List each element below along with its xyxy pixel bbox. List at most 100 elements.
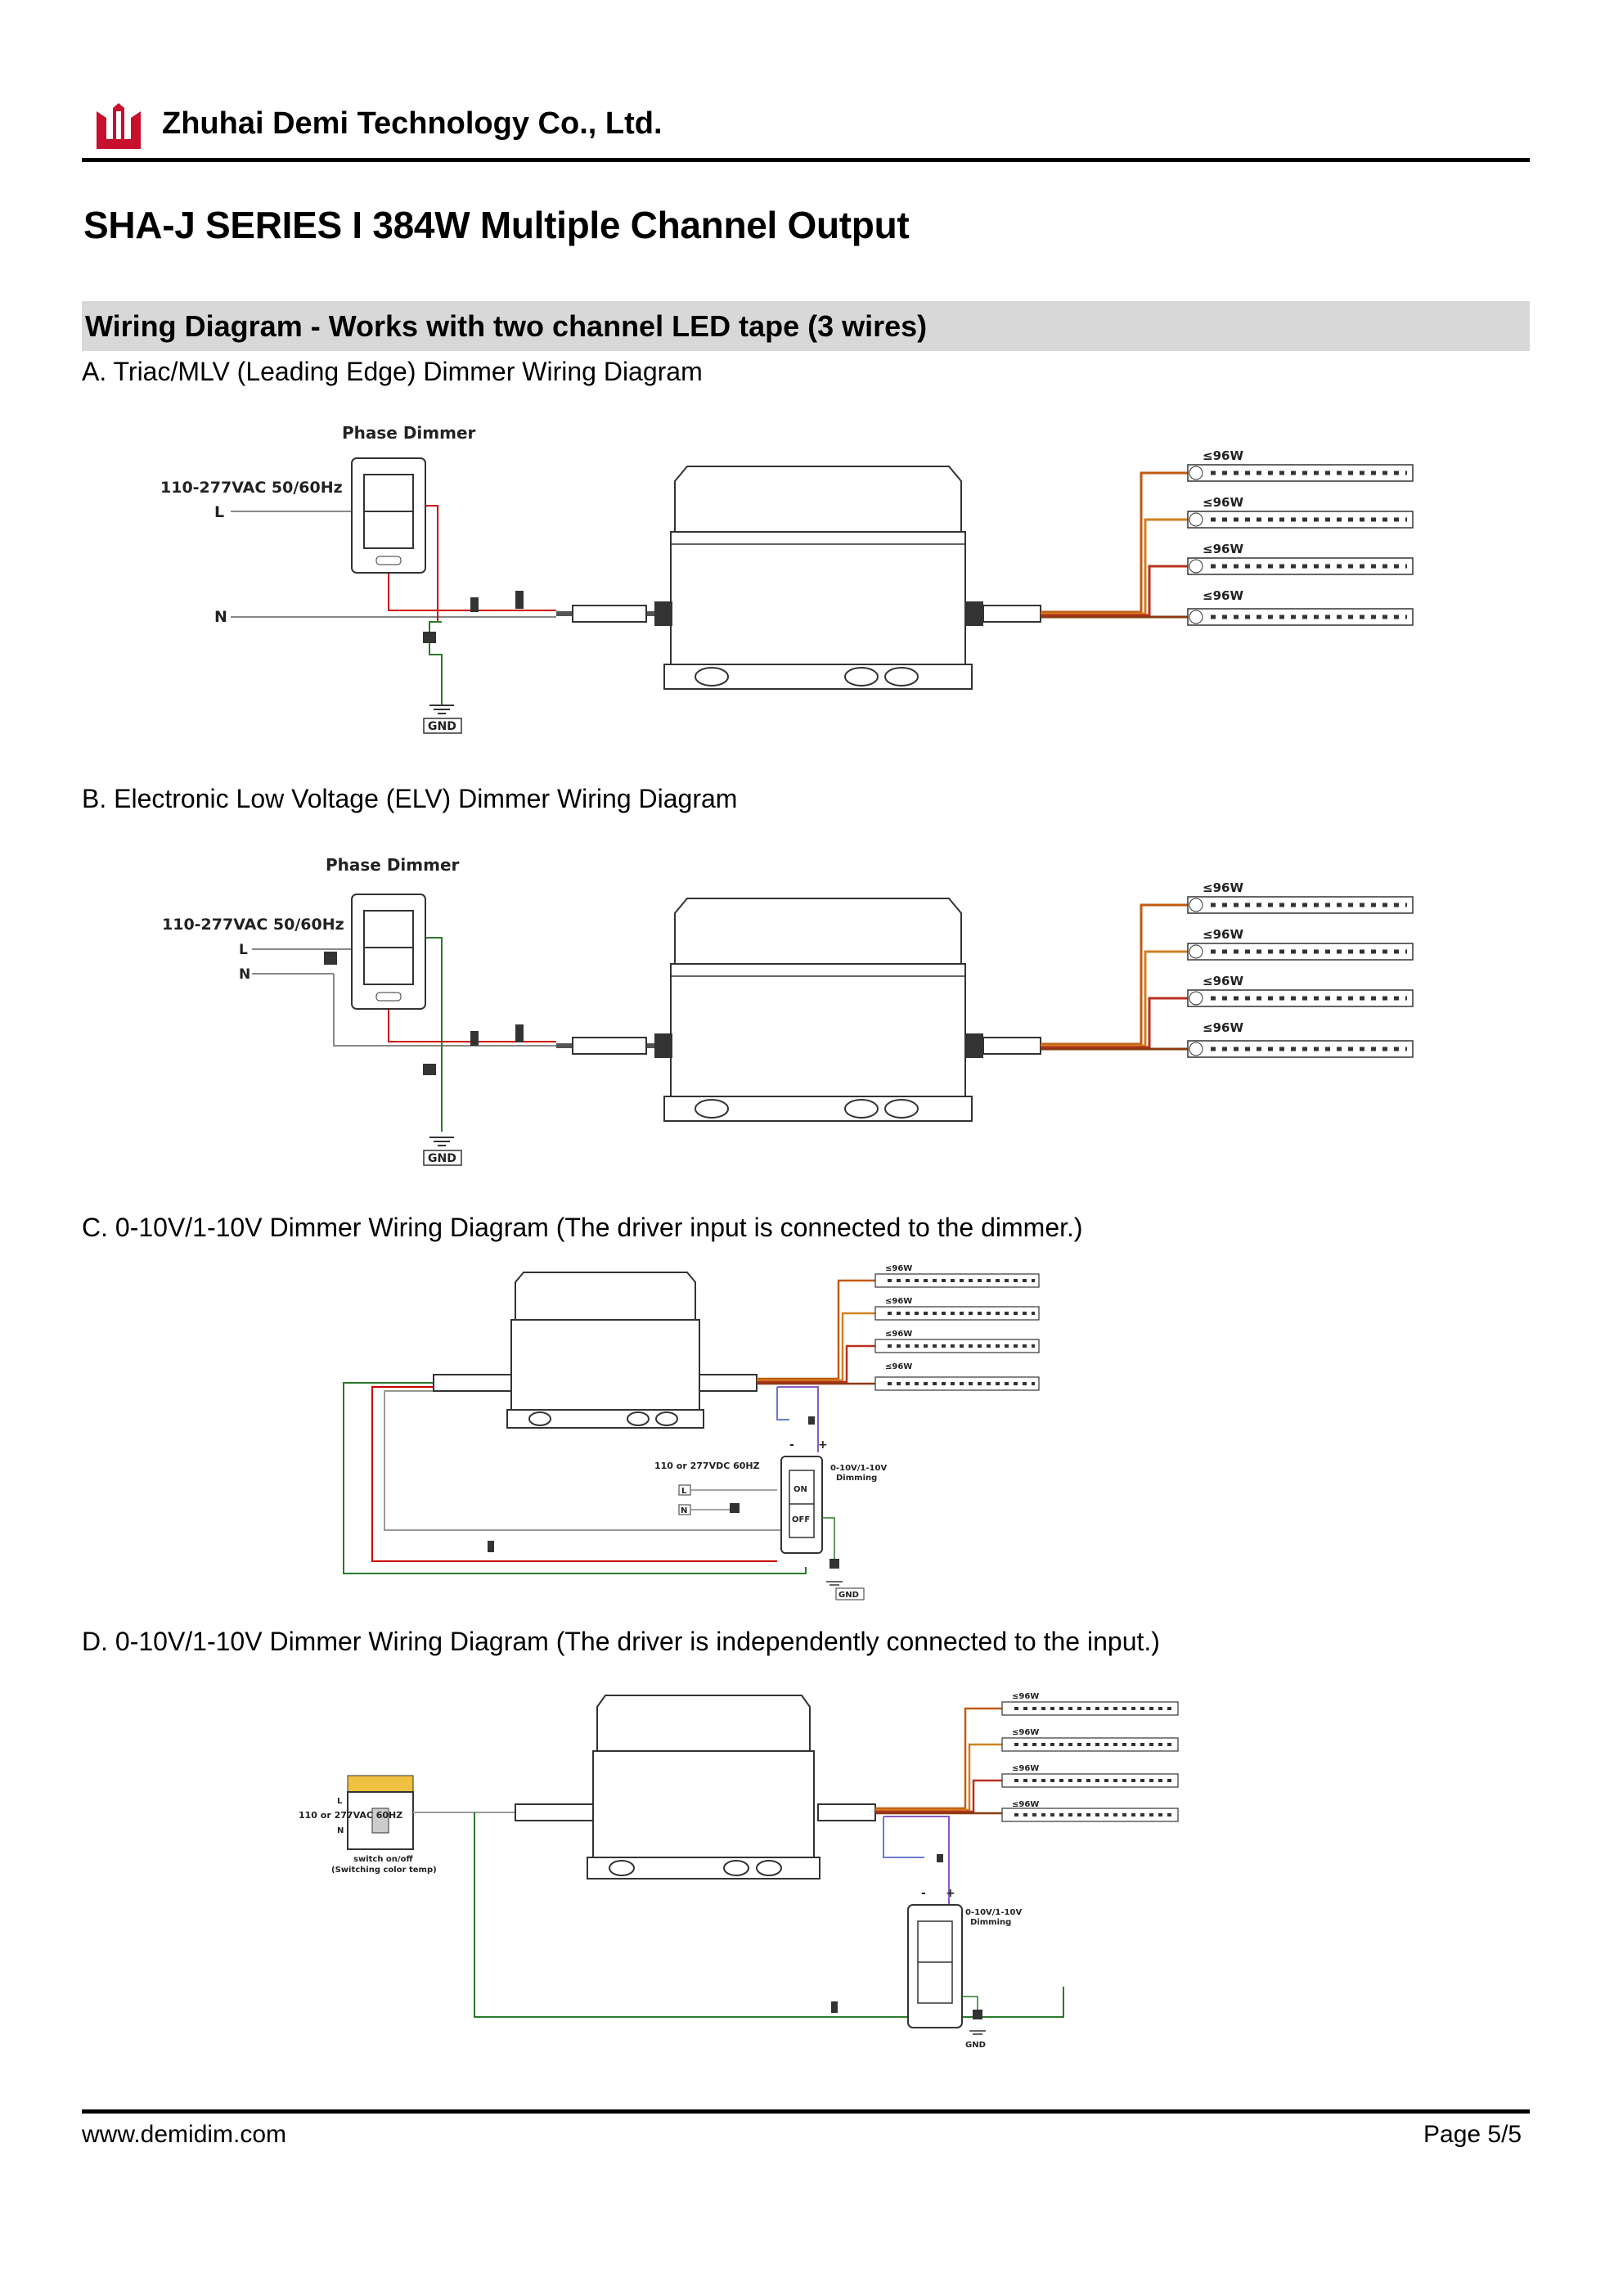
tape-power-label: ≤96W: [1012, 1764, 1039, 1773]
led-tape: ≤96W: [874, 1297, 1040, 1321]
tape-power-label: ≤96W: [885, 1330, 912, 1339]
tape-power-label: ≤96W: [1012, 1728, 1039, 1737]
diagram-d: 110 or 277VAC 60HZ L N switch on/off (Sw…: [299, 1692, 1179, 2050]
off-label: OFF: [792, 1515, 810, 1524]
led-tape: ≤96W: [1001, 1728, 1179, 1752]
terminal-block-icon: [324, 952, 337, 965]
ground-icon: [969, 2030, 986, 2035]
led-driver: [654, 898, 983, 1122]
flex-conduit: [982, 1037, 1041, 1055]
led-tape: ≤96W: [1187, 927, 1414, 961]
tape-power-label: ≤96W: [1203, 880, 1243, 895]
led-driver: [506, 1272, 704, 1429]
footer-website: www.demidim.com: [82, 2121, 287, 2148]
footer-rule: [82, 2109, 1530, 2114]
diagram-a: Phase Dimmer 110-277VAC 50/60Hz L N GND: [160, 423, 1414, 734]
tape-power-label: ≤96W: [1203, 974, 1243, 988]
phase-dimmer: [351, 894, 426, 1010]
dimmer-switch: ON OFF: [780, 1456, 823, 1554]
tape-power-label: ≤96W: [1203, 448, 1243, 463]
minus-label: -: [921, 1887, 926, 1900]
diagram-a-title: A. Triac/MLV (Leading Edge) Dimmer Wirin…: [82, 357, 703, 386]
led-tape: ≤96W: [1187, 974, 1414, 1007]
terminal-block-icon: [829, 1559, 839, 1569]
color-temp-switch: [347, 1775, 414, 1850]
ground-icon: [429, 1137, 454, 1146]
demi-logo-icon: [97, 103, 141, 149]
led-tape: ≤96W: [1187, 880, 1414, 914]
footer-page-number: Page 5/5: [1423, 2121, 1522, 2148]
neutral-label: N: [681, 1506, 687, 1515]
switch-label: (Switching color temp): [331, 1866, 437, 1875]
diagram-d-title: D. 0-10V/1-10V Dimmer Wiring Diagram (Th…: [82, 1627, 1160, 1656]
tape-power-label: ≤96W: [1203, 542, 1243, 556]
tape-power-label: ≤96W: [1012, 1692, 1039, 1701]
wire-nut-icon: [937, 1854, 943, 1862]
tape-power-label: ≤96W: [1203, 1020, 1243, 1035]
ground-icon: [826, 1581, 843, 1586]
section-title: Wiring Diagram - Works with two channel …: [85, 309, 928, 343]
led-tape: ≤96W: [1187, 588, 1414, 626]
led-tape: ≤96W: [1001, 1692, 1179, 1716]
led-driver: [654, 466, 983, 690]
dimming-label: 0-10V/1-10V: [830, 1464, 887, 1473]
wire-nut-icon: [515, 591, 524, 609]
input-voltage-label: 110 or 277VAC 60HZ: [299, 1810, 402, 1821]
line-label: L: [337, 1797, 343, 1806]
wire-nut-icon: [515, 1024, 524, 1042]
company-name: Zhuhai Demi Technology Co., Ltd.: [162, 106, 663, 141]
flex-conduit: [817, 1803, 876, 1821]
flex-conduit: [433, 1374, 524, 1392]
terminal-block-icon: [423, 1064, 436, 1075]
neutral-label: N: [239, 966, 250, 983]
gnd-label: GND: [428, 1152, 456, 1165]
switch-label: switch on/off: [353, 1855, 413, 1864]
led-tape: ≤96W: [1001, 1764, 1179, 1788]
led-tape: ≤96W: [874, 1264, 1040, 1288]
tape-power-label: ≤96W: [885, 1297, 912, 1306]
phase-dimmer-label: Phase Dimmer: [326, 855, 460, 875]
led-tape: ≤96W: [874, 1362, 1040, 1391]
diagram-b: Phase Dimmer 110-277VAC 50/60Hz L N GND: [162, 855, 1414, 1166]
flex-conduit: [982, 605, 1041, 623]
led-tape: ≤96W: [1187, 448, 1414, 482]
input-voltage-label: 110 or 277VDC 60HZ: [654, 1461, 760, 1471]
led-tape: ≤96W: [1187, 495, 1414, 529]
phase-dimmer-label: Phase Dimmer: [342, 423, 476, 443]
ground-icon: [429, 705, 454, 714]
plus-label: +: [818, 1438, 828, 1452]
diagram-c-title: C. 0-10V/1-10V Dimmer Wiring Diagram (Th…: [82, 1213, 1083, 1242]
gnd-label: GND: [965, 2041, 986, 2050]
led-tape: ≤96W: [874, 1330, 1040, 1353]
terminal-block-icon: [423, 632, 436, 643]
tape-power-label: ≤96W: [885, 1264, 912, 1273]
wire-nut-icon: [470, 597, 479, 612]
dimmer-switch: [907, 1904, 963, 2028]
led-tape: ≤96W: [1187, 542, 1414, 575]
gnd-label: GND: [428, 720, 456, 733]
input-voltage-label: 110-277VAC 50/60Hz: [160, 479, 343, 497]
diagram-c: ≤96W ≤96W ≤96W ≤96W - + 110 or 277VDC 60…: [343, 1264, 1040, 1600]
on-label: ON: [794, 1485, 807, 1494]
tape-power-label: ≤96W: [1203, 588, 1243, 603]
line-label: L: [239, 942, 248, 958]
led-tape: ≤96W: [1001, 1800, 1179, 1822]
tape-power-label: ≤96W: [1203, 927, 1243, 942]
header-rule: [82, 158, 1530, 162]
led-driver: [587, 1695, 820, 1880]
gnd-label: GND: [838, 1591, 859, 1600]
phase-dimmer: [351, 457, 426, 574]
wire-nut-icon: [808, 1416, 815, 1425]
flex-conduit: [572, 1037, 647, 1055]
flex-conduit: [515, 1803, 598, 1821]
line-label: L: [681, 1487, 687, 1496]
wire-nut-icon: [831, 2001, 838, 2013]
terminal-block-icon: [730, 1503, 740, 1513]
dimming-label: 0-10V/1-10V: [965, 1908, 1022, 1917]
tape-power-label: ≤96W: [1203, 495, 1243, 510]
diagram-b-title: B. Electronic Low Voltage (ELV) Dimmer W…: [82, 784, 738, 813]
led-tape: ≤96W: [1187, 1020, 1414, 1058]
wire-nut-icon: [470, 1031, 479, 1046]
document-title: SHA-J SERIES I 384W Multiple Channel Out…: [83, 204, 910, 246]
input-voltage-label: 110-277VAC 50/60Hz: [162, 916, 344, 934]
